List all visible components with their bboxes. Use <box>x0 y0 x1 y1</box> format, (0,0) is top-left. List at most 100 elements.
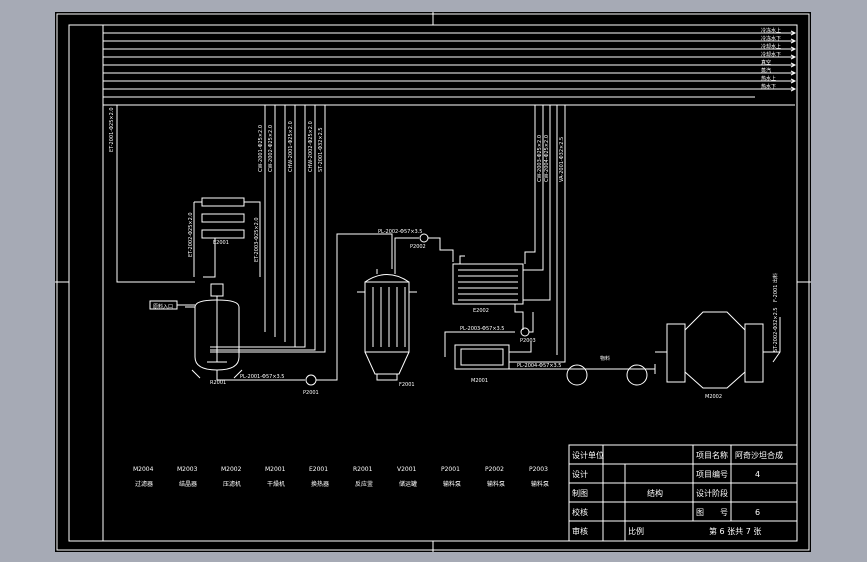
pipe-label: 冷冻水下 <box>761 35 781 42</box>
legend-code: P2002 <box>485 466 504 473</box>
pipe-arrow <box>755 62 797 68</box>
legend-name: 储运罐 <box>399 480 417 488</box>
label-riser-mid2: CW-2002-Φ25×2.0 <box>268 125 274 172</box>
equipment-legend: M2004 过滤器 M2003 结晶器 M2002 压滤机 M2001 干燥机 E2001 换热器… <box>133 466 549 488</box>
tb-scale-label: 比例 <box>628 526 644 536</box>
label-cond2: ET-2003-Φ25×2.0 <box>254 217 260 262</box>
label-reactor-out: PL-2001-Φ57×3.5 <box>240 374 285 380</box>
label-cryst-out: PL-2004-Φ57×3.5 <box>517 363 562 369</box>
tag-condenser: E2001 <box>213 240 229 246</box>
legend-name: 干燥机 <box>267 480 285 488</box>
riser-evap-1 <box>524 105 536 264</box>
legend-name: 过滤器 <box>135 480 153 488</box>
tb-design: 设计 <box>572 469 588 479</box>
evaporator-e2002 <box>452 105 551 330</box>
pipe-label: 蒸汽 <box>761 67 771 74</box>
pipe-label: 热水下 <box>761 83 776 90</box>
legend-name: 压滤机 <box>223 480 241 488</box>
label-riser-mid4: CHW-2002-Φ25×2.0 <box>308 121 314 172</box>
label-riser-left: ET-2001-Φ25×2.0 <box>109 107 115 152</box>
label-conveyor: 物料 <box>600 355 610 362</box>
label-riser-mid1: CW-2001-Φ25×2.0 <box>258 125 264 172</box>
legend-code: M2002 <box>221 466 242 473</box>
label-riser-mid3: CHW-2001-Φ25×2.0 <box>288 121 294 172</box>
tb-project-no: 4 <box>755 470 760 479</box>
crystallizer-m2001 <box>444 105 566 370</box>
line-filter-out <box>394 237 419 269</box>
legend-name: 输料泵 <box>531 480 549 488</box>
tag-crystallizer: M2001 <box>471 378 488 384</box>
pipe-arrow <box>755 70 797 76</box>
tag-pump2: P2002 <box>410 244 426 250</box>
pipe-label: 冷却水下 <box>761 51 781 58</box>
legend-code: V2001 <box>397 466 417 473</box>
tag-evaporator: E2002 <box>473 308 489 314</box>
tag-feed: 原料入口 <box>153 303 173 310</box>
legend-code: P2003 <box>529 466 548 473</box>
tb-check: 校核 <box>572 507 588 517</box>
pipe-arrow <box>755 46 797 52</box>
condenser-e2001 <box>193 197 261 278</box>
tb-drawing: 制图 <box>572 488 588 498</box>
legend-code: M2003 <box>177 466 198 473</box>
line-to-filter <box>316 233 393 381</box>
tb-drawing-no: 6 <box>755 508 760 517</box>
label-riser-right1: CW-2003-Φ25×2.0 <box>537 135 543 182</box>
legend-name: 结晶器 <box>179 480 197 488</box>
tag-pump3: P2003 <box>520 338 536 344</box>
line-reactor-out <box>216 370 305 381</box>
drawing-sheet: 冷冻水上冷冻水下冷却水上冷却水下真空蒸汽热水上热水下 ET-2001-Φ25×2… <box>55 12 811 552</box>
legend-name: 输料泵 <box>443 480 461 488</box>
tb-drawn-by: 结构 <box>647 488 663 498</box>
label-riser-right2: CW-2004-Φ25×2.0 <box>544 135 550 182</box>
tb-project-name: 阿奇沙坦合成 <box>735 450 783 460</box>
pipe-arrow <box>755 86 797 92</box>
line-to-evaporator <box>428 237 454 262</box>
legend-code: E2001 <box>309 466 328 473</box>
tag-dryer: M2002 <box>705 394 722 400</box>
pipe-arrow <box>755 78 797 84</box>
pipe-arrow <box>755 30 797 36</box>
pipe-arrow <box>755 38 797 44</box>
tag-filter: F2001 <box>399 382 415 388</box>
legend-name: 换热器 <box>311 480 329 488</box>
reactor-risers <box>210 105 326 353</box>
tb-drawing-no-label: 图 号 <box>696 508 728 517</box>
label-dryer-top: F-2001 出料 <box>772 273 779 302</box>
label-cond1: ET-2002-Φ25×2.0 <box>188 212 194 257</box>
tb-review: 审核 <box>572 526 588 536</box>
pump-p2002 <box>419 233 429 243</box>
pipe-label: 热水上 <box>761 75 776 82</box>
legend-name: 输料泵 <box>487 480 505 488</box>
tb-project-name-label: 项目名称 <box>696 450 728 460</box>
dryer-m2002 <box>655 311 781 389</box>
legend-code: M2004 <box>133 466 154 473</box>
label-dryer: ST-2002-Φ32×2.5 <box>773 307 779 352</box>
tag-reactor: R2001 <box>210 380 226 386</box>
tb-stage-label: 设计阶段 <box>696 488 728 498</box>
filter-f2001 <box>357 269 417 381</box>
legend-code: P2001 <box>441 466 460 473</box>
label-riser-right3: VA-2001-Φ32×2.5 <box>559 137 565 182</box>
utility-header-pipes <box>103 32 795 106</box>
pump-p2001 <box>305 374 317 386</box>
riser-left <box>116 105 195 283</box>
title-block: 设计单位 项目名称 阿奇沙坦合成 设计 项目编号 4 制图 结构 设计阶段 校核… <box>568 444 798 542</box>
pipe-arrow <box>755 54 797 60</box>
pipe-label: 真空 <box>761 59 771 66</box>
reactor-r2001 <box>149 283 243 379</box>
label-evap-out: PL-2003-Φ57×3.5 <box>460 326 505 332</box>
tb-project-no-label: 项目编号 <box>696 469 728 479</box>
label-riser-mid5: ST-2001-Φ32×2.5 <box>318 127 324 172</box>
pipe-label: 冷却水上 <box>761 43 781 50</box>
legend-code: R2001 <box>353 466 373 473</box>
pipe-label: 冷冻水上 <box>761 27 781 34</box>
tag-pump1: P2001 <box>303 390 319 396</box>
tb-sheet-info: 第 6 张共 7 张 <box>709 526 761 536</box>
tb-design-unit: 设计单位 <box>572 450 604 460</box>
conveyor <box>509 364 656 386</box>
legend-name: 反应釜 <box>355 480 373 488</box>
legend-code: M2001 <box>265 466 286 473</box>
